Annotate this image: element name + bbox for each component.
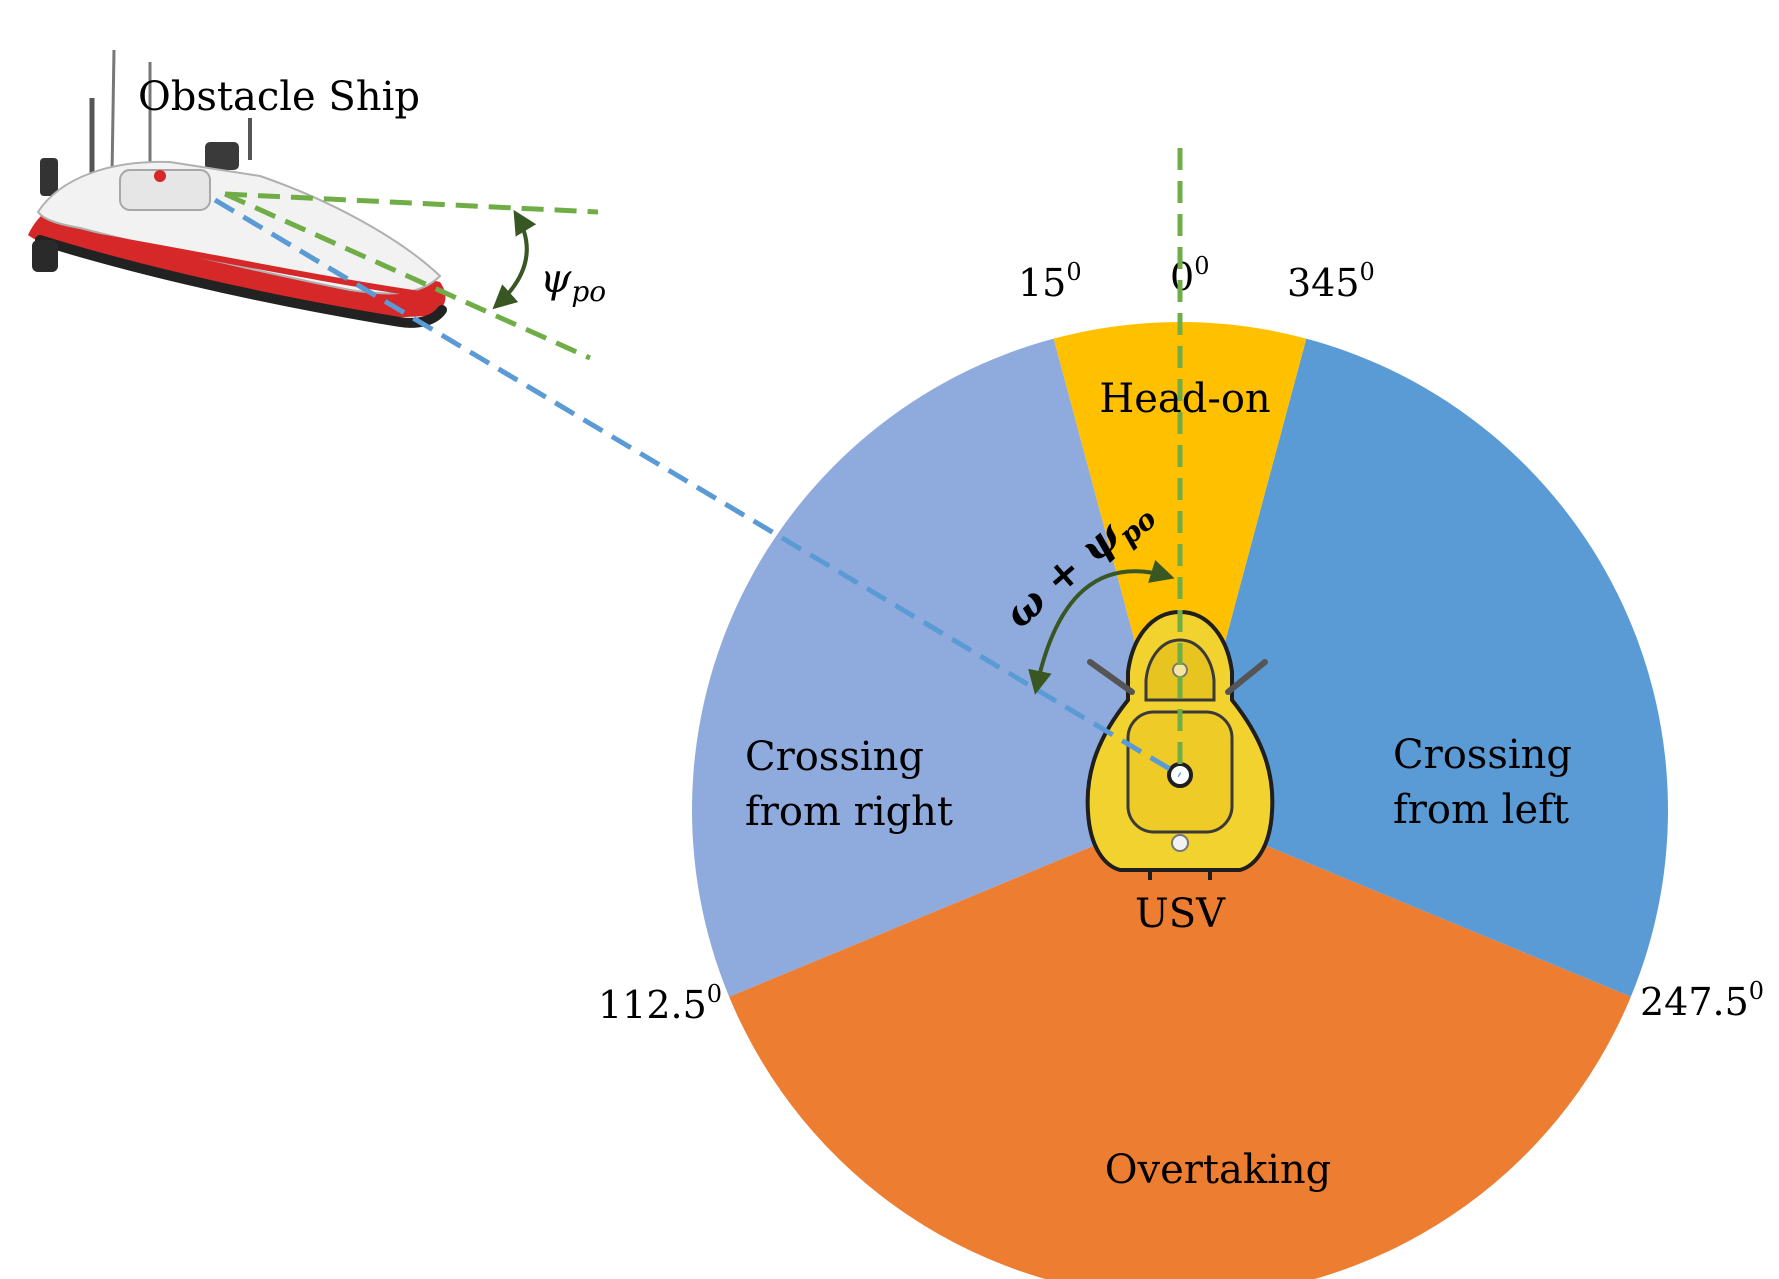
boundary-label-247-5: 247.50 — [1640, 977, 1764, 1024]
crossing-from-left-label-line2: from left — [1393, 787, 1569, 833]
overtaking-label: Overtaking — [1105, 1147, 1332, 1193]
boundary-label-345: 3450 — [1287, 258, 1375, 305]
encounter-sector-disk — [692, 322, 1668, 1279]
line-of-sight-to-usv — [213, 197, 1182, 778]
crossing-from-right-label-line2: from right — [745, 789, 953, 835]
usv-sensor-front — [1172, 662, 1188, 678]
crossing-from-left-sector — [1180, 338, 1668, 997]
overtaking-sector — [729, 810, 1631, 1279]
head-on-label: Head-on — [1099, 376, 1270, 422]
usv-label: USV — [1135, 891, 1226, 937]
obstacle-ship-label: Obstacle Ship — [138, 74, 420, 120]
usv-right-arm — [1225, 659, 1268, 695]
ship-beacon — [154, 170, 166, 182]
ship-cabin — [119, 169, 211, 211]
crossing-from-left-label-line1: Crossing — [1393, 732, 1572, 778]
usv-sensor-rear — [1171, 834, 1189, 852]
boundary-label-0: 00 — [1170, 252, 1209, 299]
psi-po-angle-arrow — [492, 209, 537, 310]
ship-black-rim — [35, 235, 447, 328]
ship-equipment-left — [40, 158, 58, 196]
ship-motor — [32, 240, 58, 272]
omega-psi-angle-arrow — [1028, 559, 1175, 695]
ship-radar — [205, 142, 239, 170]
head-on-sector — [1053, 322, 1307, 810]
crossing-from-right-label-line1: Crossing — [745, 734, 924, 780]
boundary-label-15: 150 — [1018, 258, 1082, 305]
ship-red-stripe — [69, 229, 421, 297]
ship-reference-line — [224, 191, 599, 215]
psi-po-label: ψpo — [540, 256, 606, 308]
crossing-from-right-sector — [692, 338, 1180, 997]
obstacle-ship-icon — [28, 49, 447, 328]
boundary-label-112-5: 112.50 — [598, 980, 722, 1027]
ship-heading-line — [223, 191, 592, 361]
ship-mast-2 — [110, 49, 116, 176]
